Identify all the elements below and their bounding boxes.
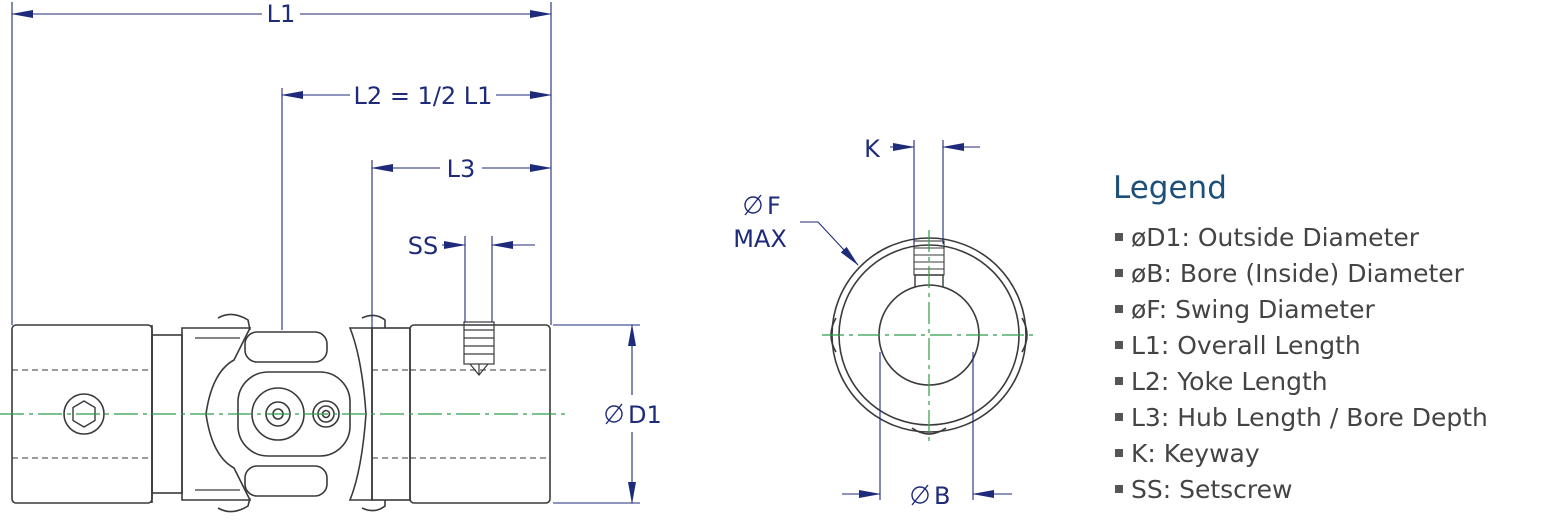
bullet-icon — [1115, 341, 1123, 349]
label-l2: L2 = 1/2 L1 — [354, 82, 493, 110]
label-k: K — [864, 135, 881, 163]
label-ss: SS — [408, 232, 438, 260]
legend: Legend øD1: Outside Diameter øB: Bore (I… — [1113, 170, 1488, 508]
bullet-icon — [1115, 269, 1123, 277]
label-l1: L1 — [267, 0, 296, 28]
legend-item-text: K: Keyway — [1131, 439, 1260, 468]
bullet-icon — [1115, 485, 1123, 493]
bullet-icon — [1115, 413, 1123, 421]
legend-item-text: øD1: Outside Diameter — [1131, 223, 1420, 252]
legend-item: L3: Hub Length / Bore Depth — [1113, 400, 1488, 436]
bullet-icon — [1115, 233, 1123, 241]
legend-title: Legend — [1113, 170, 1227, 206]
legend-item: øF: Swing Diameter — [1113, 292, 1488, 328]
label-f-max: MAX — [733, 225, 787, 253]
label-l3: L3 — [447, 155, 476, 183]
legend-item: K: Keyway — [1113, 436, 1488, 472]
hex-setscrew — [63, 393, 105, 435]
legend-item-text: øF: Swing Diameter — [1131, 295, 1375, 324]
label-d1: D1 — [628, 401, 662, 429]
label-b: B — [934, 482, 950, 510]
side-view-joint — [11, 313, 551, 513]
diameter-symbol-f — [744, 194, 762, 216]
diameter-symbol-b — [911, 484, 929, 506]
legend-item-text: SS: Setscrew — [1131, 475, 1293, 504]
setscrew-thread — [463, 321, 495, 376]
bullet-icon — [1115, 305, 1123, 313]
side-dimensions — [11, 2, 640, 504]
end-dimensions — [800, 140, 1012, 500]
legend-item-text: øB: Bore (Inside) Diameter — [1131, 259, 1464, 288]
bullet-icon — [1115, 449, 1123, 457]
diameter-symbol-d1 — [605, 403, 623, 425]
legend-item: L1: Overall Length — [1113, 328, 1488, 364]
legend-item-text: L2: Yoke Length — [1131, 367, 1328, 396]
legend-item: L2: Yoke Length — [1113, 364, 1488, 400]
bullet-icon — [1115, 377, 1123, 385]
right-yoke — [348, 327, 373, 501]
legend-list: øD1: Outside Diameter øB: Bore (Inside) … — [1113, 220, 1488, 508]
legend-item: øB: Bore (Inside) Diameter — [1113, 256, 1488, 292]
label-f: F — [767, 192, 781, 220]
legend-item: SS: Setscrew — [1113, 472, 1488, 508]
legend-item-text: L3: Hub Length / Bore Depth — [1131, 403, 1488, 432]
legend-item: øD1: Outside Diameter — [1113, 220, 1488, 256]
legend-item-text: L1: Overall Length — [1131, 331, 1361, 360]
